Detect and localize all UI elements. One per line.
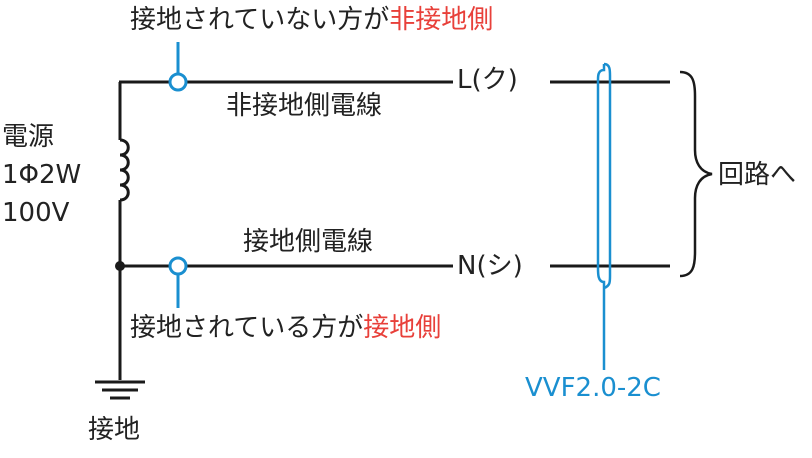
grounded-wire-label: 接地側電線 bbox=[243, 227, 374, 257]
ungrounded-marker bbox=[168, 72, 188, 92]
grounded-annotation: 接地されている方が接地側 bbox=[130, 315, 441, 341]
grounded-marker bbox=[168, 256, 188, 276]
source-coil bbox=[119, 138, 130, 202]
terminal-n-label: N(シ) bbox=[457, 251, 523, 281]
ground-label: 接地 bbox=[88, 415, 141, 445]
terminal-l-label: L(ク) bbox=[457, 65, 518, 95]
circuit-brace bbox=[679, 70, 713, 278]
circuit-label: 回路へ bbox=[718, 160, 797, 190]
cable-sheath bbox=[596, 62, 612, 290]
ungrounded-annotation-text: 接地されていない方が bbox=[130, 5, 390, 35]
source-phase-label: 1Φ2W bbox=[2, 160, 82, 190]
ungrounded-annotation-highlight: 非接地側 bbox=[389, 5, 494, 35]
grounded-annotation-text: 接地されている方が bbox=[130, 313, 364, 343]
source-label: 電源 bbox=[2, 122, 55, 152]
source-voltage-label: 100V bbox=[2, 198, 70, 228]
grounded-annotation-highlight: 接地側 bbox=[363, 313, 442, 343]
junction-dot bbox=[115, 261, 125, 271]
ungrounded-annotation: 接地されていない方が非接地側 bbox=[130, 7, 493, 33]
ungrounded-wire-label: 非接地側電線 bbox=[226, 91, 383, 121]
cable-label: VVF2.0-2C bbox=[525, 373, 661, 403]
